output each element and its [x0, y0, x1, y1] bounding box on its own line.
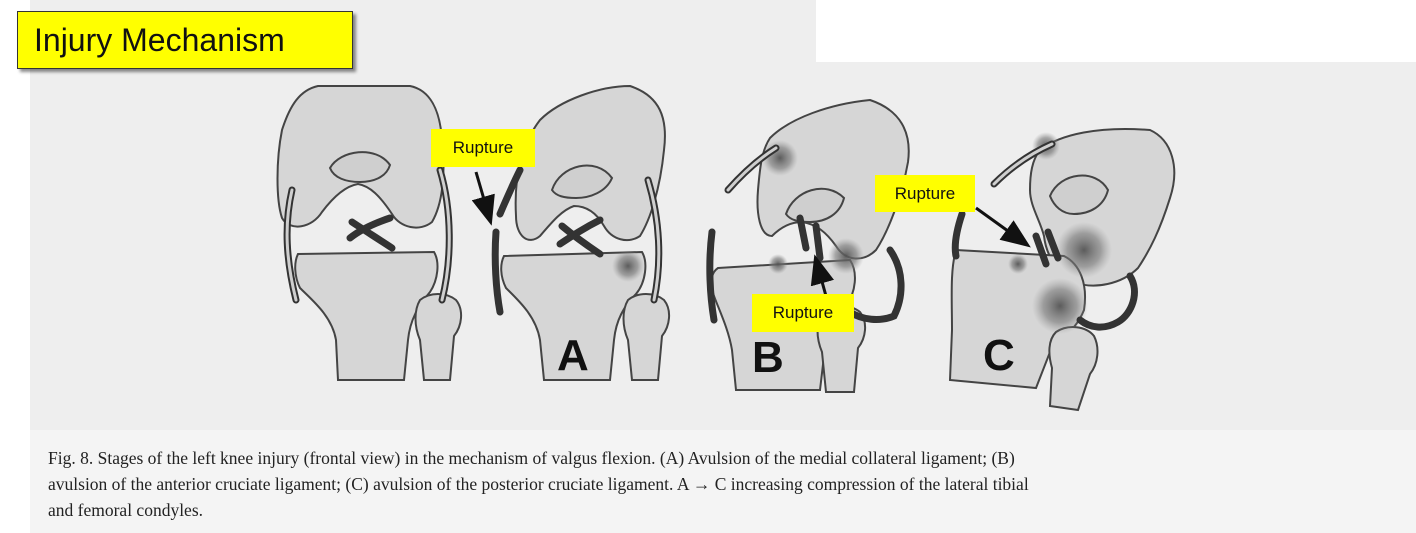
rupture-arrow-c — [976, 208, 1026, 244]
femur-a — [516, 86, 665, 240]
caption-line-1: Fig. 8. Stages of the left knee injury (… — [48, 445, 1414, 471]
knee-stage-b: B — [710, 100, 909, 392]
caption-line-2: avulsion of the anterior cruciate ligame… — [48, 471, 1414, 497]
fibula-normal — [416, 294, 462, 380]
rupture-arrow-a — [476, 172, 490, 220]
rupture-label-a: Rupture — [431, 129, 535, 167]
fibula-c — [1049, 327, 1097, 410]
rupture-label-c: Rupture — [875, 175, 975, 212]
panel-letter-b: B — [752, 333, 784, 382]
rupture-label-b: Rupture — [752, 294, 854, 332]
fibula-a — [624, 294, 670, 380]
figure-caption: Fig. 8. Stages of the left knee injury (… — [48, 445, 1414, 523]
panel-letter-a: A — [557, 331, 589, 380]
caption-line-3: and femoral condyles. — [48, 497, 1414, 523]
panel-letter-c: C — [983, 331, 1015, 380]
knee-stage-c: C — [950, 129, 1174, 410]
